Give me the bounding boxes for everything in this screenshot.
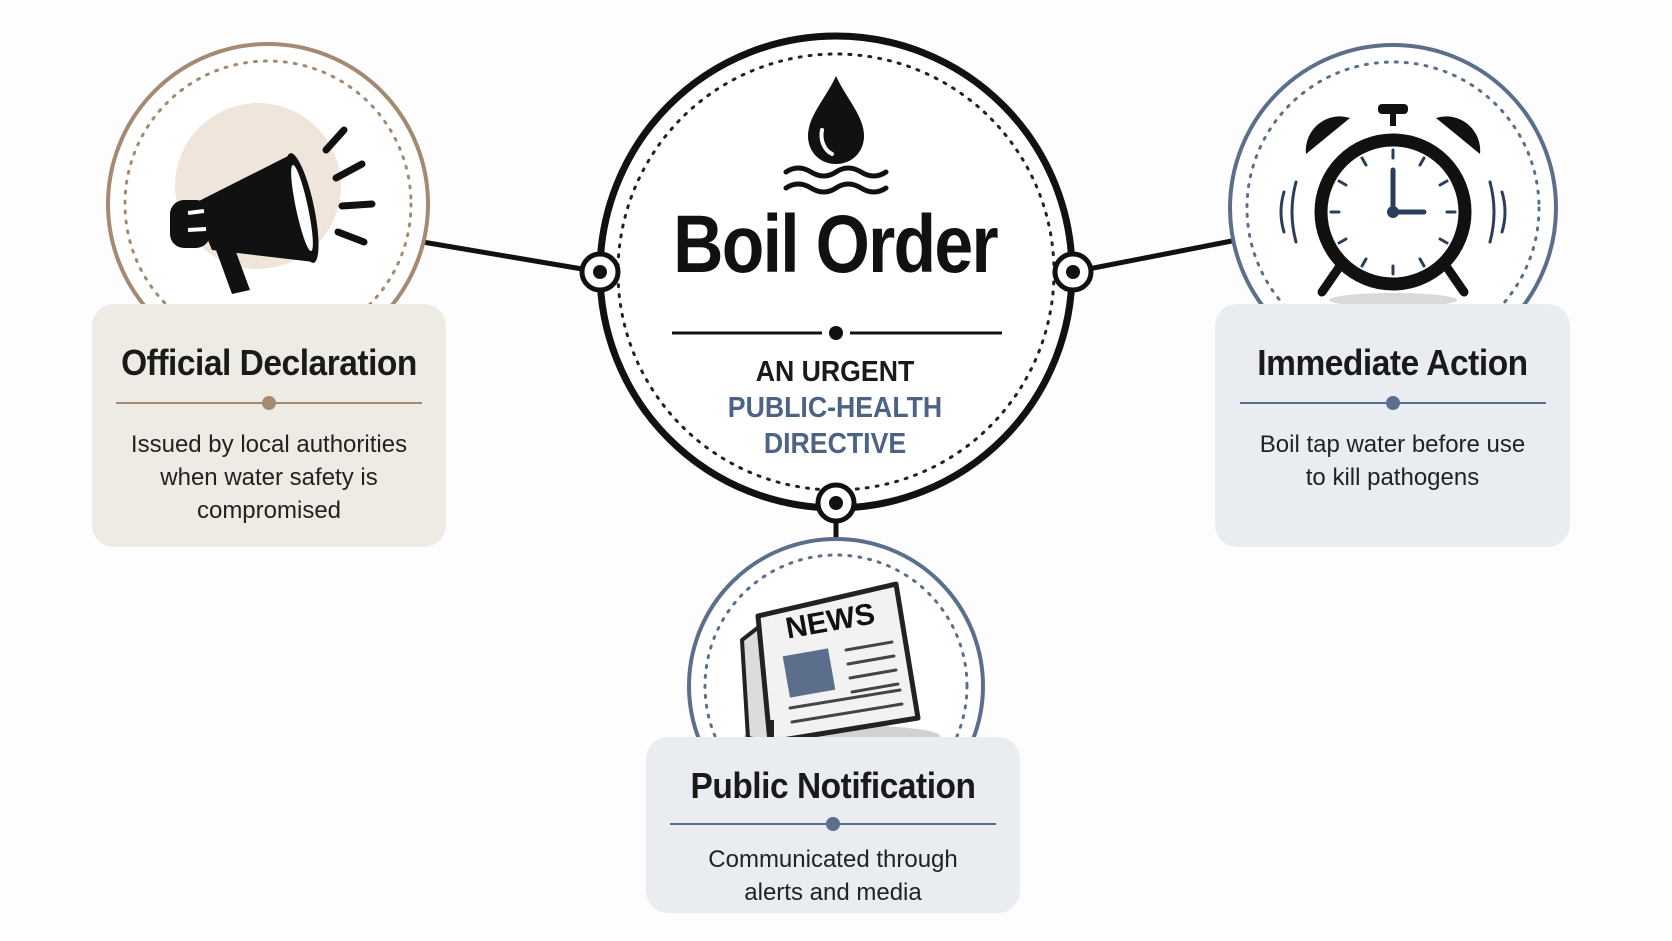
card-immediate-action: Immediate Action Boil tap water before u… bbox=[1215, 304, 1570, 547]
description-line: when water safety is bbox=[160, 464, 378, 491]
card-title: Immediate Action bbox=[1257, 342, 1528, 383]
water-drop-icon bbox=[783, 76, 889, 195]
description-line: Boil tap water before use bbox=[1259, 431, 1526, 458]
connector-right bbox=[1072, 236, 1243, 275]
connector-left bbox=[404, 236, 601, 275]
center-divider bbox=[672, 326, 1002, 340]
central-subtitle-line3: DIRECTIVE bbox=[763, 428, 907, 460]
card-divider bbox=[116, 396, 422, 410]
hub-node-right bbox=[1052, 251, 1094, 293]
card-description: Boil tap water before use to kill pathog… bbox=[1215, 428, 1570, 494]
hub-node-left bbox=[579, 251, 621, 293]
description-line: compromised bbox=[196, 497, 342, 524]
card-description: Communicated through alerts and media bbox=[646, 843, 1020, 909]
description-line: Issued by local authorities bbox=[130, 431, 408, 458]
card-title: Public Notification bbox=[690, 765, 976, 806]
newspaper-icon: NEWS bbox=[740, 581, 940, 747]
hub-node-bottom bbox=[815, 482, 857, 524]
central-title: Boil Order bbox=[673, 199, 999, 290]
central-subtitle-line2: PUBLIC-HEALTH bbox=[727, 392, 943, 424]
card-description: Issued by local authorities when water s… bbox=[92, 428, 446, 527]
description-line: Communicated through bbox=[708, 846, 958, 873]
card-public-notification: Public Notification Communicated through… bbox=[646, 737, 1020, 913]
card-title: Official Declaration bbox=[121, 342, 417, 383]
card-official-declaration: Official Declaration Issued by local aut… bbox=[92, 304, 446, 547]
card-divider bbox=[670, 817, 996, 831]
description-line: to kill pathogens bbox=[1305, 464, 1480, 491]
description-line: alerts and media bbox=[744, 879, 922, 906]
card-divider bbox=[1239, 396, 1546, 410]
central-subtitle-line1: AN URGENT bbox=[755, 356, 915, 388]
alarm-clock-icon bbox=[1279, 104, 1507, 307]
megaphone-icon bbox=[170, 126, 376, 294]
